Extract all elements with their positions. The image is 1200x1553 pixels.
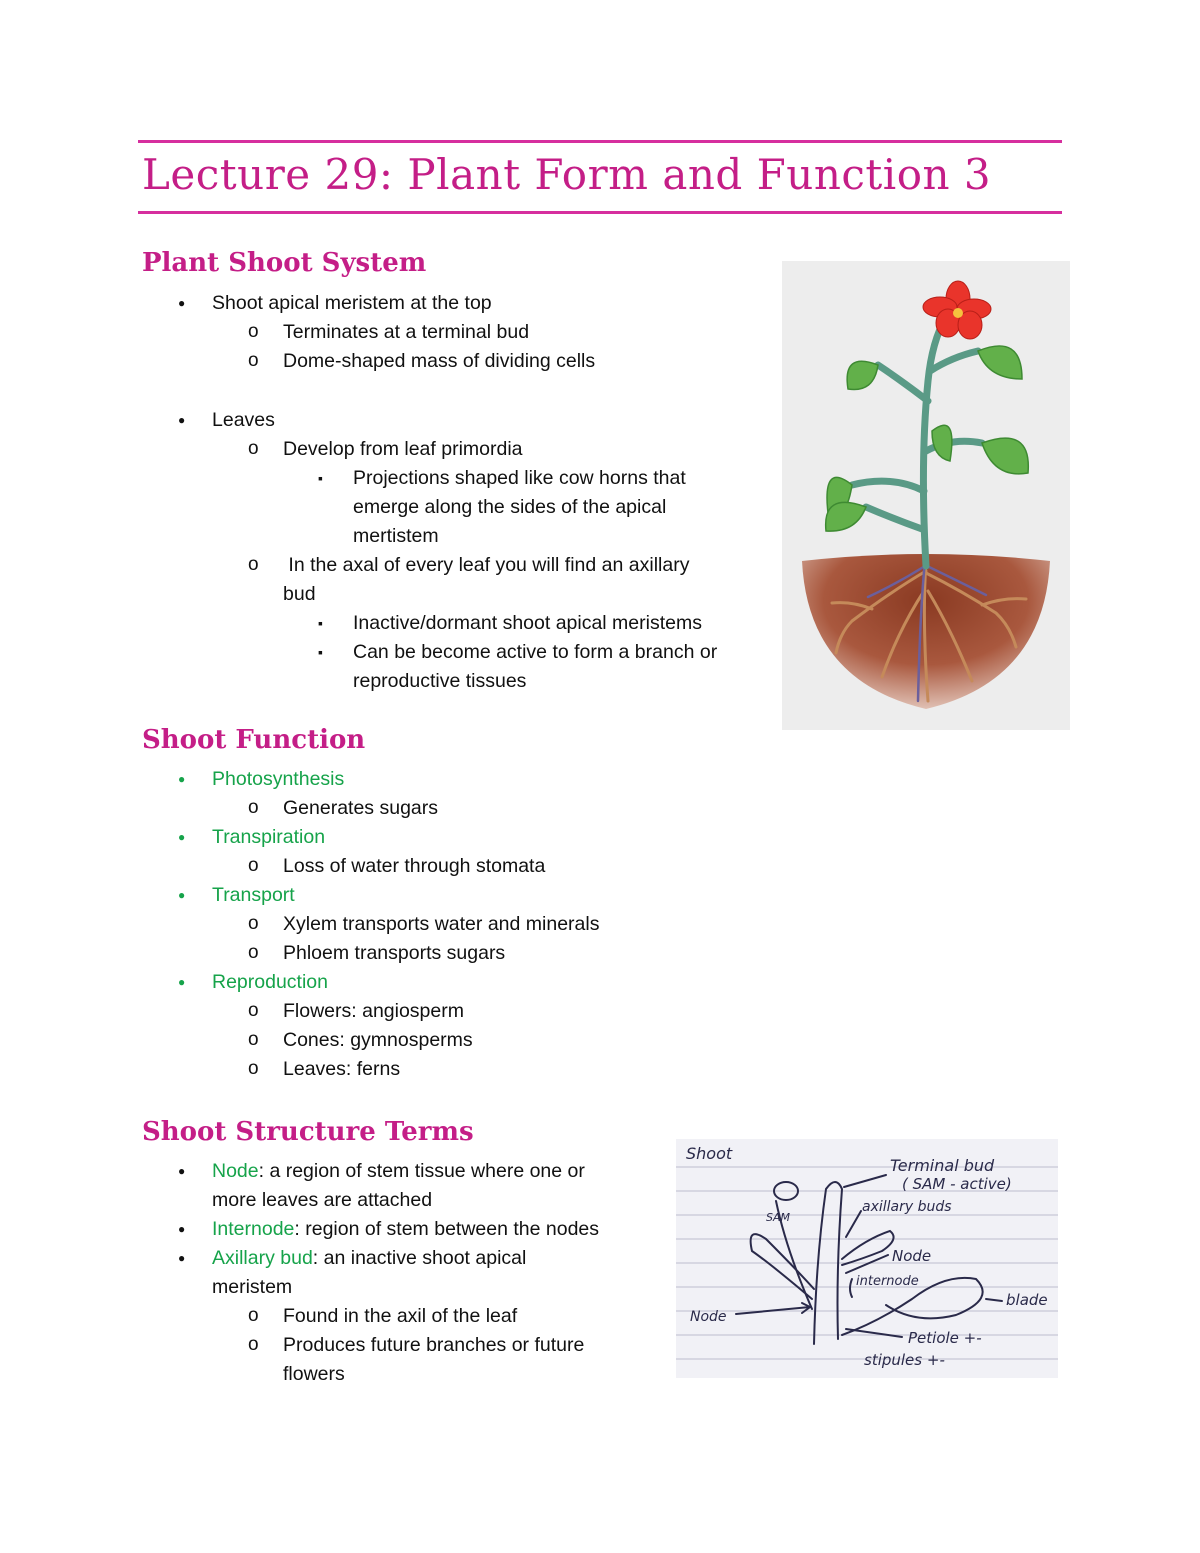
list-item: Terminates at a terminal bud [142, 317, 782, 347]
list-item: Leaves: ferns [142, 1054, 782, 1084]
term-definition: meristem [212, 1276, 293, 1298]
heading-plant-shoot-system: Plant Shoot System [142, 248, 427, 278]
heading-shoot-function: Shoot Function [142, 725, 366, 755]
term-definition: : a region of stem tissue where one or [258, 1160, 585, 1182]
list-item: Cones: gymnosperms [142, 1025, 782, 1055]
list-item: Found in the axil of the leaf [142, 1301, 672, 1331]
term-definition: : an inactive shoot apical [312, 1247, 527, 1269]
list-item: In the axal of every leaf you will find … [142, 550, 782, 609]
shoot-sketch: Shoot SAM Terminal bud ( SAM - active) a… [676, 1139, 1058, 1378]
list-item: Photosynthesis [142, 765, 782, 794]
term-axillary-bud: Axillary bud [212, 1247, 313, 1269]
sketch-label-stipules: stipules +- [864, 1351, 945, 1369]
line-text: Produces future branches or future [283, 1334, 585, 1356]
list-item: Flowers: angiosperm [142, 996, 782, 1026]
line-text: flowers [283, 1363, 345, 1385]
list-item: Shoot apical meristem at the top [142, 289, 782, 318]
list-item: Generates sugars [142, 793, 782, 823]
sketch-label-node: Node [892, 1247, 931, 1265]
term-node: Node [212, 1160, 259, 1182]
spacer [142, 376, 782, 406]
list-shoot-structure-terms: Node: a region of stem tissue where one … [142, 1157, 672, 1389]
sketch-label-terminal-bud: Terminal bud [890, 1156, 995, 1175]
sketch-label-shoot: Shoot [686, 1144, 733, 1163]
line-text: In the axal of every leaf you will find … [283, 554, 690, 576]
list-item: Transport [142, 881, 782, 910]
sketch-label-node-left: Node [690, 1309, 727, 1325]
line-text: Projections shaped like cow horns that [353, 467, 686, 489]
sketch-label-petiole: Petiole +- [908, 1329, 982, 1347]
title-bottom-rule [138, 211, 1062, 214]
list-item: Leaves [142, 406, 782, 435]
list-plant-shoot-system: Shoot apical meristem at the top Termina… [142, 289, 782, 696]
page-title: Lecture 29: Plant Form and Function 3 [142, 150, 992, 199]
list-item: Dome-shaped mass of dividing cells [142, 346, 782, 376]
term-definition: more leaves are attached [212, 1189, 433, 1211]
line-text: mertistem [353, 525, 439, 547]
sketch-label-axillary-buds: axillary buds [862, 1199, 952, 1215]
list-item: Axillary bud: an inactive shoot apical me… [142, 1244, 672, 1302]
list-item: Develop from leaf primordia [142, 434, 782, 464]
list-item: Can be become active to form a branch or… [142, 638, 782, 696]
list-item: Transpiration [142, 823, 782, 852]
plant-illustration [782, 261, 1070, 730]
list-shoot-function: Photosynthesis Generates sugars Transpir… [142, 765, 782, 1084]
line-text: emerge along the sides of the apical [353, 496, 667, 518]
list-item: Reproduction [142, 968, 782, 997]
list-item: Xylem transports water and minerals [142, 909, 782, 939]
sketch-label-internode: internode [856, 1274, 919, 1289]
line-text: bud [283, 583, 316, 605]
list-item: Internode: region of stem between the no… [142, 1215, 672, 1244]
line-text: reproductive tissues [353, 670, 527, 692]
list-item: Node: a region of stem tissue where one … [142, 1157, 672, 1215]
list-item: Produces future branches or future flower… [142, 1330, 672, 1389]
list-item: Inactive/dormant shoot apical meristems [142, 609, 782, 638]
list-item: Loss of water through stomata [142, 851, 782, 881]
title-top-rule [138, 140, 1062, 143]
list-item: Phloem transports sugars [142, 938, 782, 968]
sketch-label-sam: SAM [766, 1211, 791, 1224]
line-text: Can be become active to form a branch or [353, 641, 718, 663]
sketch-label-sam-active: ( SAM - active) [902, 1175, 1012, 1193]
list-item: Projections shaped like cow horns that em… [142, 464, 782, 551]
term-definition: : region of stem between the nodes [294, 1218, 600, 1240]
sketch-label-blade: blade [1006, 1291, 1048, 1309]
heading-shoot-structure-terms: Shoot Structure Terms [142, 1117, 474, 1147]
term-internode: Internode [212, 1218, 295, 1240]
